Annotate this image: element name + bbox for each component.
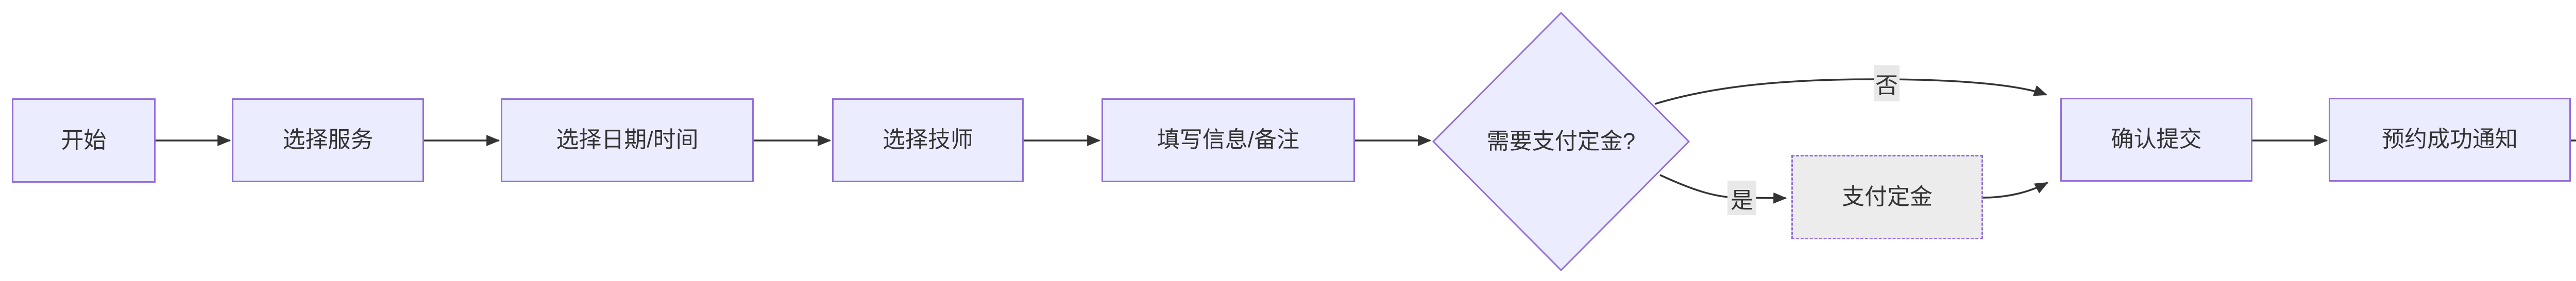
node-select-technician: 选择技师 (832, 98, 1024, 182)
edge-label-yes: 是 (1727, 181, 1756, 215)
edge-no-to-confirm-submit (1654, 78, 2048, 105)
node-select-datetime: 选择日期/时间 (501, 98, 754, 182)
node-success-notification: 预约成功通知 (2329, 98, 2571, 182)
edge-label-no: 否 (1874, 65, 1900, 101)
edge-pay-deposit-to-confirm-submit (1982, 182, 2048, 199)
node-start: 开始 (12, 98, 156, 183)
node-fill-info: 填写信息/备注 (1101, 98, 1355, 182)
node-pay-deposit: 支付定金 (1791, 155, 1983, 239)
decision-need-deposit-shape (1432, 11, 1690, 272)
node-need-deposit-label: 需要支付定金? (1486, 128, 1636, 154)
node-confirm-submit: 确认提交 (2060, 98, 2252, 182)
node-select-service: 选择服务 (232, 98, 424, 182)
